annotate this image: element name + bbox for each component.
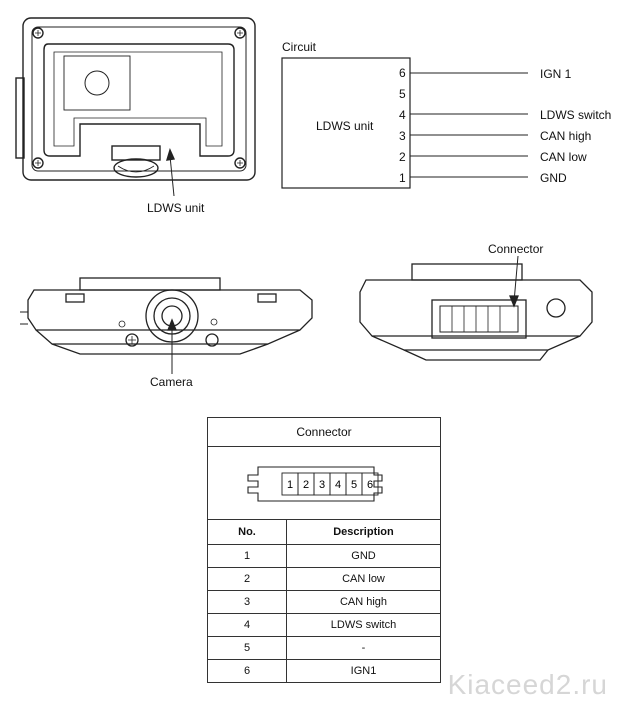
circuit-pin-4: 4 bbox=[399, 108, 406, 122]
connector-pin-table: Connector 1 2 3 4 5 6 bbox=[207, 417, 441, 683]
header-description: Description bbox=[286, 519, 441, 545]
diagram-pin-5: 5 bbox=[351, 479, 357, 491]
header-no: No. bbox=[207, 519, 287, 545]
row-description: - bbox=[286, 636, 441, 660]
circuit-heading: Circuit bbox=[282, 40, 317, 54]
table-row: 3 CAN high bbox=[207, 590, 441, 614]
table-row: 2 CAN low bbox=[207, 567, 441, 591]
table-row: 6 IGN1 bbox=[207, 659, 441, 683]
camera-label: Camera bbox=[150, 375, 193, 389]
row-no: 6 bbox=[207, 659, 287, 683]
circuit-signal-ldws-switch: LDWS switch bbox=[540, 108, 612, 122]
circuit-unit-label: LDWS unit bbox=[316, 119, 374, 133]
row-description: CAN high bbox=[286, 590, 441, 614]
circuit-signal-can-low: CAN low bbox=[540, 150, 587, 164]
row-no: 4 bbox=[207, 613, 287, 637]
circuit-pin-2: 2 bbox=[399, 150, 406, 164]
circuit-pin-6: 6 bbox=[399, 66, 406, 80]
row-no: 5 bbox=[207, 636, 287, 660]
row-description: CAN low bbox=[286, 567, 441, 591]
connector-diagram-cell: 1 2 3 4 5 6 bbox=[207, 446, 441, 520]
connector-pin-diagram: 1 2 3 4 5 6 bbox=[247, 466, 383, 502]
circuit-pin-3: 3 bbox=[399, 129, 406, 143]
circuit-signal-can-high: CAN high bbox=[540, 129, 592, 143]
row-no: 3 bbox=[207, 590, 287, 614]
diagram-pin-4: 4 bbox=[335, 479, 341, 491]
row-description: IGN1 bbox=[286, 659, 441, 683]
table-row: 1 GND bbox=[207, 544, 441, 568]
watermark: Kiaceed2.ru bbox=[447, 669, 608, 700]
table-title: Connector bbox=[207, 417, 441, 447]
ldws-unit-label: LDWS unit bbox=[147, 201, 205, 215]
row-description: LDWS switch bbox=[286, 613, 441, 637]
connector-label: Connector bbox=[488, 242, 544, 256]
row-description: GND bbox=[286, 544, 441, 568]
circuit-signal-gnd: GND bbox=[540, 171, 567, 185]
diagram-pin-6: 6 bbox=[367, 479, 373, 491]
diagram-pin-3: 3 bbox=[319, 479, 325, 491]
diagram-pin-2: 2 bbox=[303, 479, 309, 491]
table-row: 5 - bbox=[207, 636, 441, 660]
diagram-pin-1: 1 bbox=[287, 479, 293, 491]
row-no: 2 bbox=[207, 567, 287, 591]
row-no: 1 bbox=[207, 544, 287, 568]
table-row: 4 LDWS switch bbox=[207, 613, 441, 637]
circuit-pin-5: 5 bbox=[399, 87, 406, 101]
circuit-signal-ign1: IGN 1 bbox=[540, 67, 572, 81]
circuit-pin-1: 1 bbox=[399, 171, 406, 185]
